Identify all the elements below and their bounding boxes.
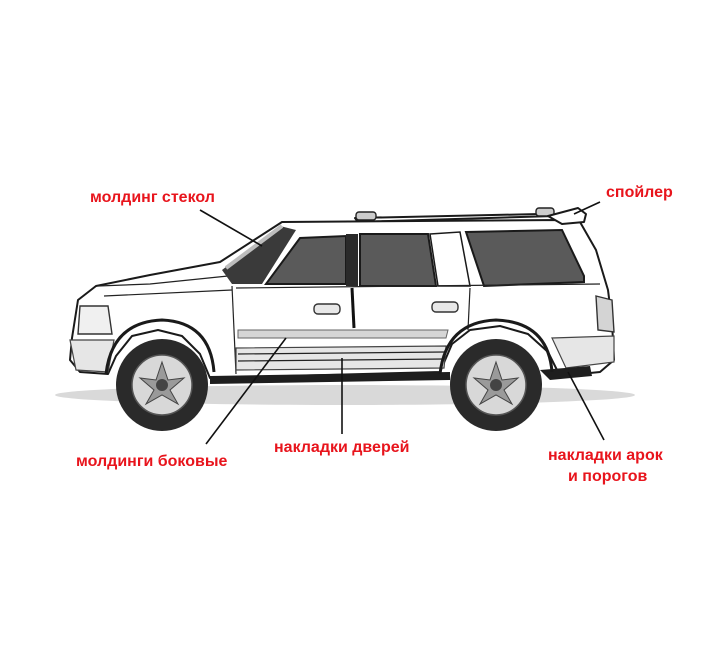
rear-door-handle <box>431 301 459 313</box>
lower-trim-rib-1 <box>237 351 445 355</box>
rear-bumper <box>551 335 615 369</box>
rear-wheel <box>450 339 542 431</box>
tail-light <box>595 295 615 333</box>
callouts: молдинг стекол спойлер молдинги боковые … <box>76 184 673 485</box>
windshield <box>222 226 296 284</box>
door-divider <box>350 287 356 329</box>
label-arch-sill-trims-line1: накладки арок <box>548 447 664 464</box>
rear-quarter-window <box>464 228 585 288</box>
leader-side-moldings <box>205 337 287 445</box>
side-molding-strip <box>237 329 449 339</box>
label-door-trims: накладки дверей <box>274 439 409 456</box>
headlight <box>77 305 113 335</box>
front-wheel <box>116 339 208 431</box>
rear-door-window <box>359 233 438 287</box>
suv-illustration <box>55 207 635 431</box>
roof-rail-rear-foot <box>535 207 555 217</box>
lower-door-trim <box>235 345 447 371</box>
roof-rail-front-foot <box>355 211 377 221</box>
hood-line <box>97 275 229 287</box>
front-door-handle <box>313 303 341 315</box>
front-bumper <box>69 339 115 373</box>
front-arch-trim <box>104 318 216 375</box>
beltline <box>235 283 601 289</box>
window-molding-trim <box>224 224 284 270</box>
label-spoiler: спойлер <box>606 184 673 201</box>
hood-crease <box>103 289 233 297</box>
front-door-cut <box>231 285 237 375</box>
label-arch-sill-trims-line2: и порогов <box>568 468 647 485</box>
leader-lines <box>199 201 605 445</box>
rear-door-cut <box>467 287 471 331</box>
sill-strip <box>210 372 450 384</box>
b-pillar <box>346 234 358 286</box>
label-side-moldings: молдинги боковые <box>76 453 227 470</box>
lower-trim-rib-2 <box>237 358 445 362</box>
rear-sill-trim <box>540 366 592 380</box>
label-window-molding: молдинг стекол <box>90 189 215 206</box>
rear-arch-trim <box>438 318 554 375</box>
leader-window-molding <box>199 209 263 247</box>
leader-arch-sill-trims <box>567 371 605 441</box>
leader-spoiler <box>573 201 601 215</box>
